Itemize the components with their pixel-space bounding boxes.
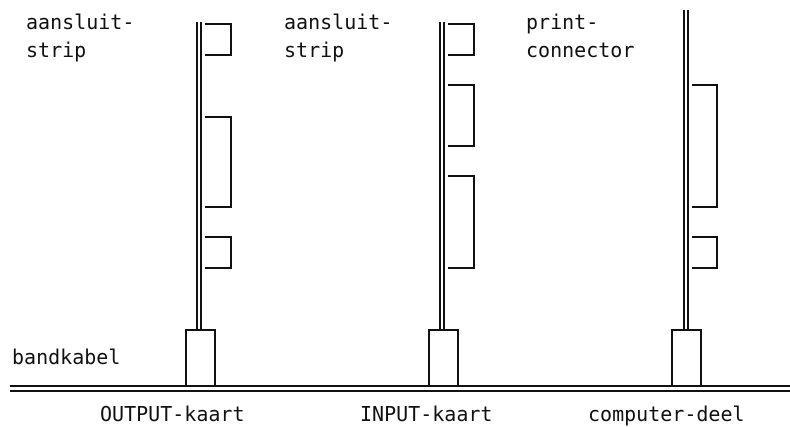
output-card (185, 22, 232, 387)
input-strip-1 (448, 23, 475, 56)
computer-card-connector (671, 329, 702, 387)
computer-card (671, 10, 718, 387)
output-strip-1 (205, 23, 232, 56)
output-strip-2 (205, 116, 232, 208)
mid-top-label-line2: strip (284, 38, 345, 62)
left-top-label-line2: strip (26, 38, 87, 62)
input-card (428, 22, 475, 387)
mid-top-label-line1: aansluit- (284, 10, 393, 34)
print-connector-bracket (692, 84, 718, 208)
output-strip-3 (205, 236, 232, 269)
output-card-connector (185, 329, 216, 387)
right-top-label-line2: connector (526, 38, 635, 62)
left-top-label-line1: aansluit- (26, 10, 135, 34)
input-card-connector (428, 329, 459, 387)
computer-part-label: computer-deel (588, 402, 745, 426)
right-top-label-line1: print- (526, 10, 599, 34)
cable-label: bandkabel (12, 345, 121, 369)
computer-strip-small (692, 236, 718, 269)
input-strip-3 (448, 175, 475, 269)
output-card-label: OUTPUT-kaart (100, 402, 245, 426)
input-strip-2 (448, 84, 475, 147)
input-card-label: INPUT-kaart (360, 402, 493, 426)
